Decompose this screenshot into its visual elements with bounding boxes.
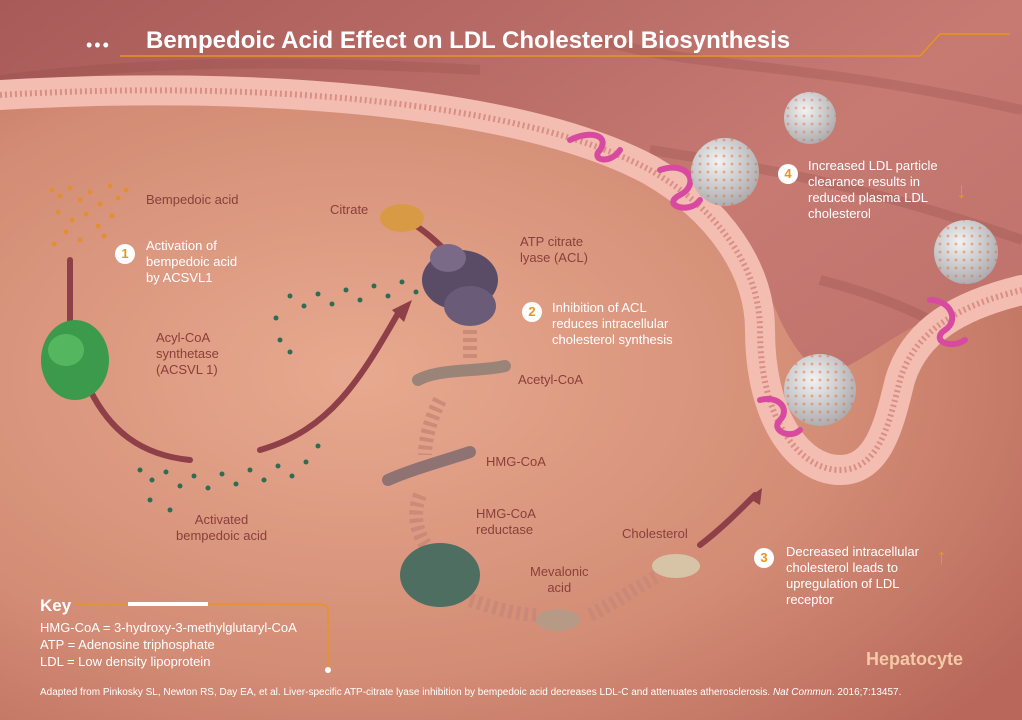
activated-bempedoic-acid-icon [137, 279, 419, 513]
step-2-badge: 2 [522, 302, 542, 322]
title-dots: ••• [86, 35, 111, 55]
citation: Adapted from Pinkosky SL, Newton RS, Day… [40, 686, 901, 699]
enzyme-acl-icon [422, 244, 498, 326]
arrow-head-2 [748, 488, 762, 505]
mevalonic-acid-icon [536, 609, 580, 631]
hmg-coa-icon [382, 446, 476, 486]
cholesterol-icon [652, 554, 700, 578]
cell-label-hepatocyte: Hepatocyte [866, 649, 964, 669]
label-acyl-coa-synthetase: Acyl-CoA synthetase (ACSVL 1) [156, 330, 219, 377]
step-1-text: Activation of bempedoic acid by ACSVL1 [146, 238, 238, 285]
key-decoration [76, 603, 329, 668]
increase-arrow-icon: ↑ [936, 544, 947, 569]
label-acetyl-coa: Acetyl-CoA [518, 372, 584, 387]
key-item: ATP = Adenosine triphosphate [40, 637, 215, 652]
step-2-text: Inhibition of ACL reduces intracellular … [552, 300, 673, 347]
label-hmg-coa: HMG-CoA [486, 454, 546, 469]
citrate-icon [380, 204, 424, 232]
diagram-title: Bempedoic Acid Effect on LDL Cholesterol… [146, 27, 791, 54]
arrow-head-1 [392, 300, 412, 322]
label-atp-citrate-lyase: ATP citrate lyase (ACL) [520, 234, 588, 265]
ldl-receptor-icon [567, 131, 968, 438]
label-bempedoic-acid: Bempedoic acid [146, 192, 239, 207]
enzyme-hmg-coa-reductase-icon [400, 543, 480, 607]
label-hmg-coa-reductase: HMG-CoA reductase [476, 506, 536, 537]
title-decoration [120, 33, 1010, 57]
label-activated-bempedoic-acid: Activated bempedoic acid [176, 512, 268, 543]
citation-details: . 2016;7:13457. [831, 687, 902, 698]
acetyl-coa-icon [412, 360, 511, 386]
bempedoic-acid-icon [49, 183, 129, 247]
key-accent-bar [128, 602, 208, 606]
step-1-badge: 1 [115, 244, 135, 264]
label-cholesterol: Cholesterol [622, 526, 688, 541]
step-4-badge: 4 [778, 164, 798, 184]
label-citrate: Citrate [330, 202, 369, 217]
decrease-arrow-icon: ↓ [956, 178, 967, 203]
citation-text: Adapted from Pinkosky SL, Newton RS, Day… [40, 687, 771, 698]
citation-journal: Nat Commun [772, 687, 832, 698]
key-end-dot [325, 667, 331, 673]
key-item: HMG-CoA = 3-hydroxy-3-methylglutaryl-CoA [40, 620, 297, 635]
membrane-core [0, 87, 1022, 474]
label-mevalonic-acid: Mevalonic acid [530, 564, 589, 595]
key-title: Key [40, 596, 72, 615]
ldl-particle-icon [691, 92, 998, 426]
step-3-text: Decreased intracellular cholesterol lead… [786, 544, 919, 607]
key-item: LDL = Low density lipoprotein [40, 654, 211, 669]
step-3-badge: 3 [754, 548, 774, 568]
step-4-text: Increased LDL particle clearance results… [808, 158, 938, 221]
